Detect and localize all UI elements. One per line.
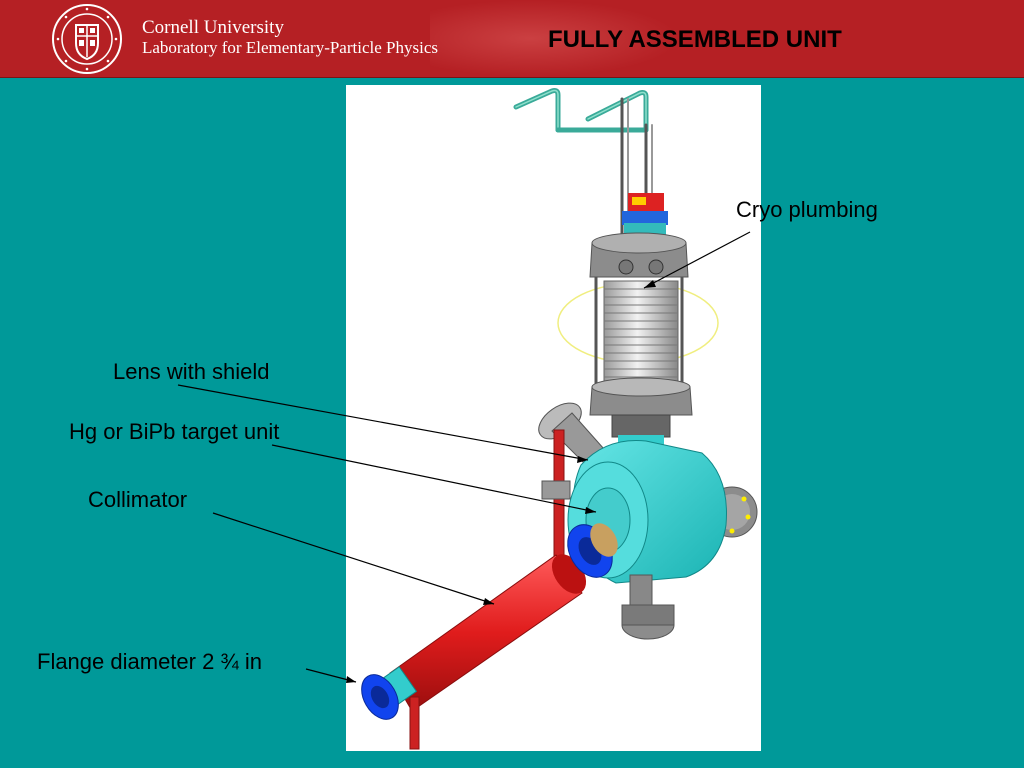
leader-cryo	[643, 231, 751, 289]
label-target-unit: Hg or BiPb target unit	[69, 419, 280, 444]
arrowhead-cryo	[644, 280, 656, 288]
leader-lens	[177, 384, 589, 461]
side-port	[538, 402, 605, 466]
laboratory-name: Laboratory for Elementary-Particle Physi…	[142, 38, 438, 57]
leader-collimator	[212, 512, 495, 605]
arrowhead-target	[585, 507, 596, 514]
end-flange	[361, 666, 420, 750]
header-background-graphic	[430, 0, 680, 77]
university-name: Cornell University	[142, 17, 284, 38]
assembly-rendering	[361, 88, 758, 750]
arrowhead-flange	[346, 676, 356, 683]
arrowhead-lens	[577, 456, 588, 463]
arrowhead-collimator	[483, 598, 494, 605]
label-collimator: Collimator	[88, 487, 188, 512]
header-bar: Cornell University Laboratory for Elemen…	[0, 0, 1024, 78]
cryo-head	[622, 193, 668, 243]
label-lens-with-shield: Lens with shield	[113, 359, 270, 384]
top-flange	[589, 232, 689, 278]
cornell-seal-icon	[52, 4, 122, 74]
label-flange-diameter: Flange diameter 2 ¾ in	[37, 649, 263, 674]
bottom-port	[621, 574, 675, 640]
lower-flange	[589, 377, 693, 445]
bellows	[603, 280, 679, 388]
assembly-drawing	[346, 85, 761, 751]
leader-target	[271, 444, 597, 513]
label-cryo-plumbing: Cryo plumbing	[736, 197, 878, 222]
lens-flange	[567, 523, 618, 578]
slide-title: FULLY ASSEMBLED UNIT	[548, 26, 842, 53]
